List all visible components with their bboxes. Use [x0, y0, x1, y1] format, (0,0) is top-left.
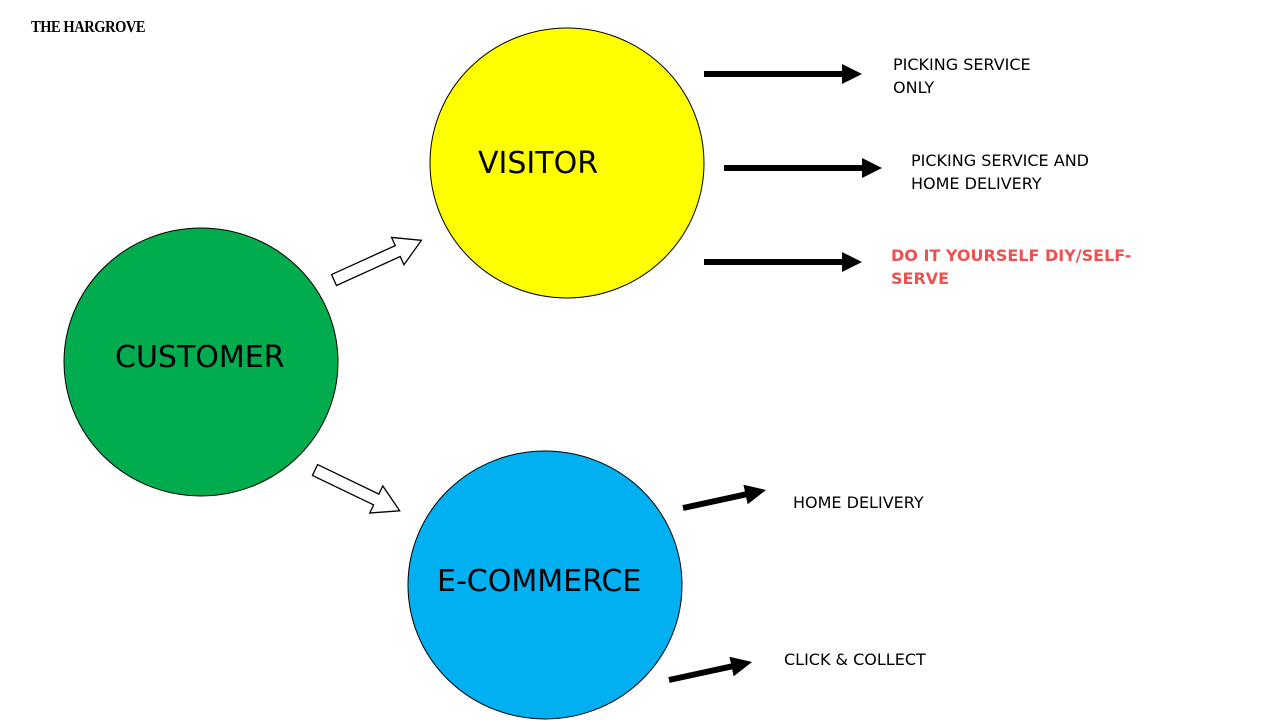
- arrow-home-delivery: [682, 484, 767, 511]
- arrow-diy: [704, 252, 862, 272]
- arrow-picking-only: [704, 64, 862, 84]
- option-click-collect: CLICK & COLLECT: [784, 650, 926, 669]
- option-picking-delivery: PICKING SERVICE AND HOME DELIVERY: [911, 149, 1089, 195]
- arrow-picking-delivery: [724, 158, 882, 178]
- hollow-arrow-to-visitor: [330, 236, 423, 287]
- option-line: DO IT YOURSELF DIY/SELF-: [891, 246, 1132, 265]
- option-line: HOME DELIVERY: [911, 174, 1042, 193]
- arrow-click-collect: [668, 656, 753, 683]
- customer-circle: [63, 227, 339, 497]
- ecommerce-label: E-COMMERCE: [437, 564, 642, 599]
- option-picking-only: PICKING SERVICE ONLY: [893, 53, 1031, 99]
- visitor-label: VISITOR: [478, 146, 599, 181]
- option-line: SERVE: [891, 269, 950, 288]
- option-home-delivery: HOME DELIVERY: [793, 493, 924, 512]
- brand-logo: THE HARGROVE: [31, 17, 146, 36]
- option-line: PICKING SERVICE AND: [911, 151, 1089, 170]
- option-line: PICKING SERVICE: [893, 55, 1031, 74]
- option-diy: DO IT YOURSELF DIY/SELF- SERVE: [891, 244, 1131, 290]
- option-line: ONLY: [893, 78, 935, 97]
- ecommerce-circle: [407, 450, 683, 720]
- customer-label: CUSTOMER: [115, 340, 285, 375]
- hollow-arrow-to-ecommerce: [311, 463, 401, 514]
- visitor-circle: [429, 27, 705, 299]
